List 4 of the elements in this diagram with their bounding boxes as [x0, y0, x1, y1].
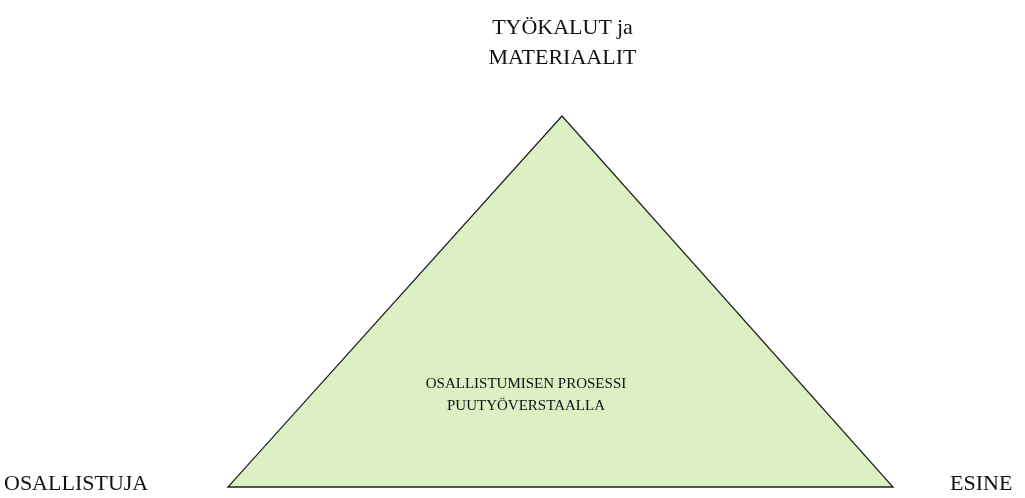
corner-label: OSALLISTUJA: [4, 469, 150, 497]
corner-label: TYÖKALUT ja MATERIAALIT: [487, 13, 638, 71]
process-label: OSALLISTUMISEN PROSESSI PUUTYÖVERSTAALLA: [424, 374, 628, 415]
corner-label: ESINE: [950, 469, 1014, 497]
